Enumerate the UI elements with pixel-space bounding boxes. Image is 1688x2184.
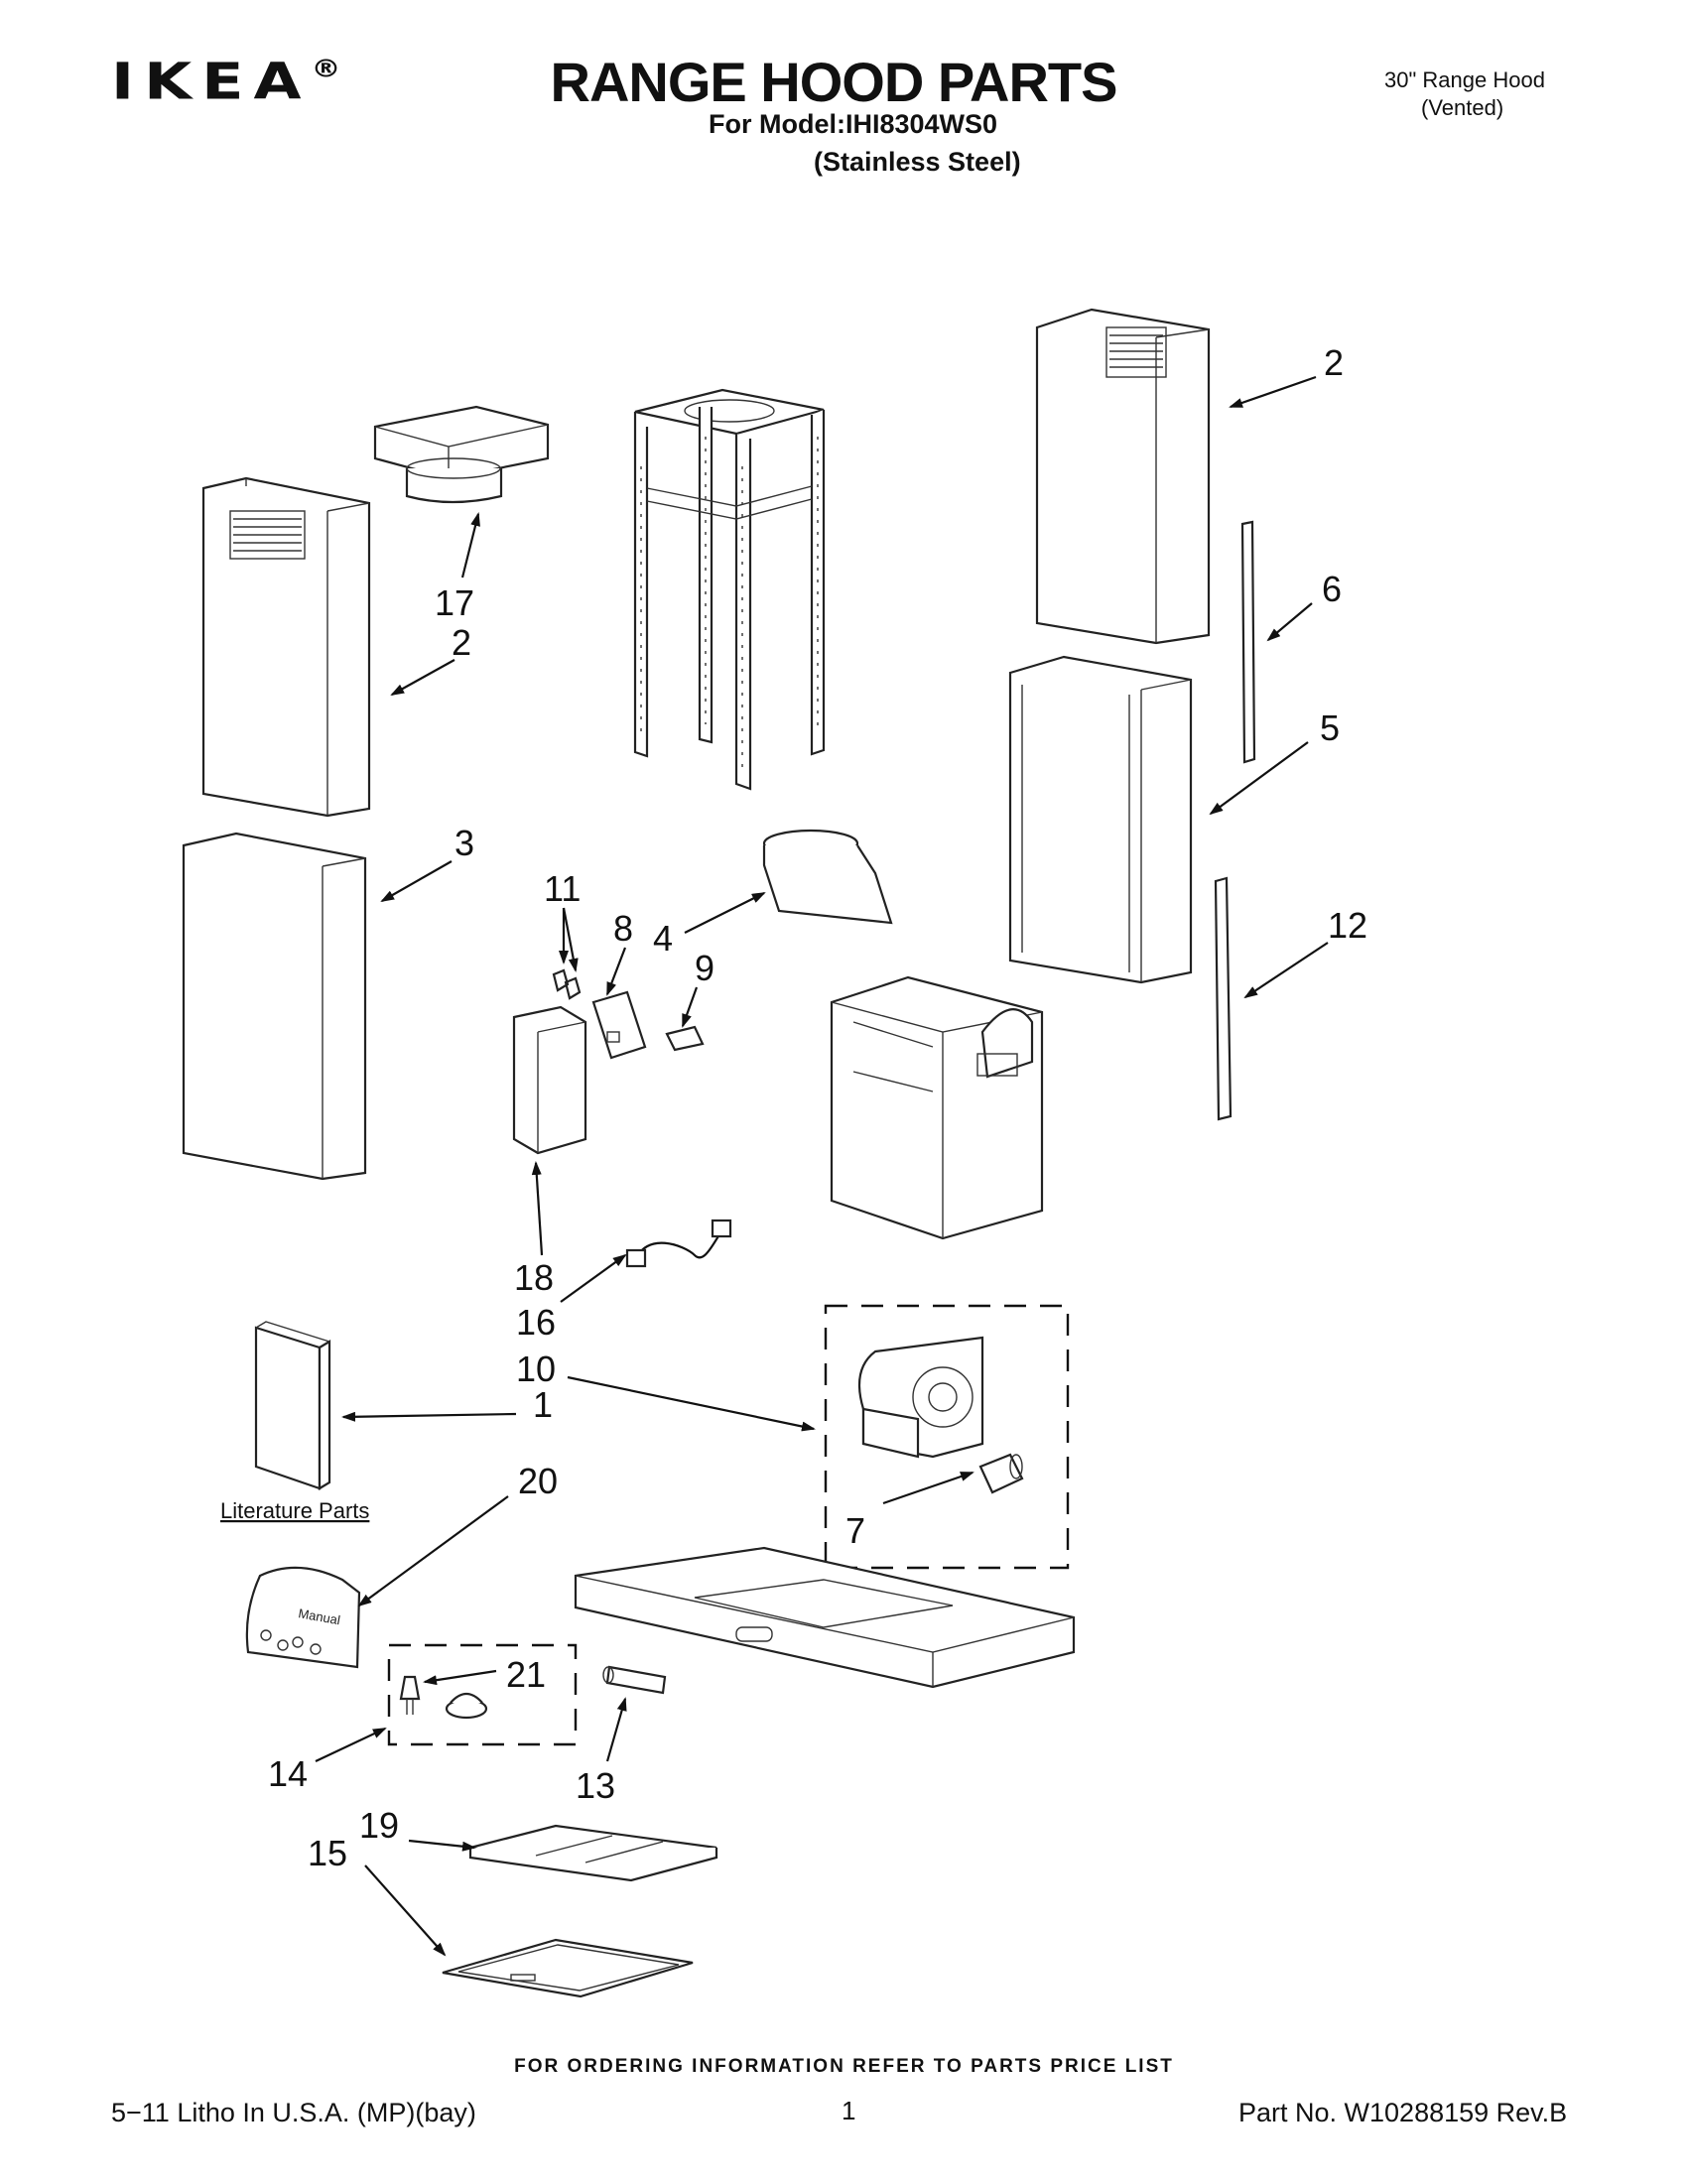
capacitor-9 [665,1025,705,1052]
page-title: RANGE HOOD PARTS [550,51,1118,113]
halogen-bulb [399,1675,421,1715]
leader-8 [605,947,627,996]
callout-6: 6 [1322,569,1342,609]
leader-9 [681,986,699,1028]
callout-3: 3 [454,823,474,863]
blower-housing [830,975,1044,1240]
callout-10: 10 [516,1349,556,1389]
leader-15 [364,1864,447,1957]
exhaust-collar [762,829,893,925]
callout-21: 21 [506,1654,546,1695]
product-type: 30" Range Hood [1384,67,1545,92]
callout-2-left: 2 [452,622,471,663]
callout-18: 18 [514,1257,554,1298]
callout-14: 14 [268,1753,308,1794]
leader-19 [408,1839,476,1852]
callout-11: 11 [544,868,581,909]
trim-strip-6 [1240,520,1256,764]
transition-duct [373,405,550,504]
leader-12 [1243,942,1329,999]
blower-assembly-group [824,1304,1070,1570]
callout-20: 20 [518,1461,558,1501]
leader-3 [380,860,453,902]
ikea-logo: IKEA® [111,52,340,111]
trim-strip-12 [1214,876,1233,1121]
callout-4: 4 [653,918,673,959]
brand-name: IKEA [111,52,312,111]
ordering-note: FOR ORDERING INFORMATION REFER TO PARTS … [514,2056,1174,2077]
support-frame [633,388,826,791]
callout-5: 5 [1320,707,1340,748]
lower-chimney-cover-right [1008,655,1193,984]
litho-info: 5−11 Litho In U.S.A. (MP)(bay) [111,2098,476,2127]
callout-7: 7 [845,1510,865,1551]
leader-6 [1266,602,1313,642]
callout-1: 1 [533,1384,553,1425]
leader-11b [562,907,579,972]
callout-8: 8 [613,908,633,949]
light-tube [602,1665,667,1695]
callout-9: 9 [695,948,714,988]
leader-21 [423,1669,497,1686]
manual-label: Manual [297,1606,341,1627]
control-cover [512,1005,587,1155]
literature-parts-label: Literature Parts [220,1498,369,1523]
leader-5 [1209,741,1309,816]
literature-booklet [254,1321,331,1490]
hardware-bag: Manual [245,1566,361,1669]
material-label: (Stainless Steel) [814,147,1021,177]
grease-filter [468,1824,718,1882]
callout-15: 15 [308,1833,347,1873]
callout-12: 12 [1328,905,1367,946]
blower-motor-capacitor [978,1453,1024,1494]
charcoal-filter [442,1938,694,1998]
leader-13 [605,1697,627,1762]
leader-1 [341,1411,517,1422]
callout-2-right: 2 [1324,342,1344,383]
light-parts-group [387,1643,578,1746]
callout-16: 16 [516,1302,556,1343]
upper-chimney-cover-right [1035,308,1211,645]
light-knob [445,1692,488,1720]
upper-chimney-cover-left [201,476,371,818]
leader-18 [531,1161,544,1256]
leader-2-left [390,659,455,696]
light-sockets [552,968,582,1000]
part-number: Part No. W10288159 Rev.B [1238,2098,1568,2127]
callout-13: 13 [576,1765,615,1806]
leader-14 [315,1728,387,1762]
wire-harness [625,1219,732,1268]
registered-mark: ® [311,55,341,83]
leader-4 [684,892,766,934]
callout-17: 17 [435,582,474,623]
callout-19: 19 [359,1805,399,1846]
leader-10 [567,1375,816,1432]
leader-16 [560,1253,627,1303]
leader-7 [882,1471,974,1505]
leader-20 [357,1495,509,1607]
product-variant: (Vented) [1421,95,1504,120]
model-number: For Model:IHI8304WS0 [709,109,998,139]
page-number: 1 [842,2096,856,2125]
leader-17 [460,512,480,578]
lower-chimney-cover-left [182,832,367,1181]
hood-canopy [574,1546,1076,1689]
control-board [591,990,647,1060]
leader-2-right [1229,375,1317,409]
blower-wheel [857,1336,984,1459]
